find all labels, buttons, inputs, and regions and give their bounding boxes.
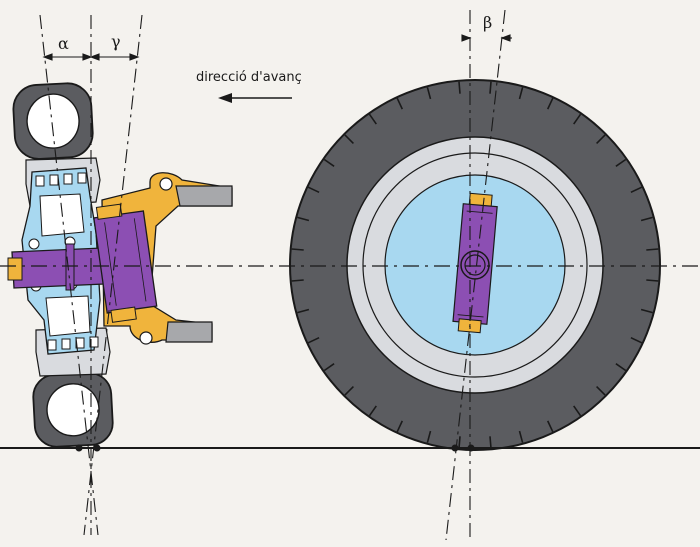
tread-tick [323,158,335,167]
tread-tick [573,405,582,417]
direction-arrow [218,93,292,103]
tread-tick [640,216,653,222]
side-view-wheel [289,79,661,451]
hub-cavity-bottom [45,295,91,337]
contact-points [75,444,475,452]
alpha-label: α [58,34,69,53]
caster-line [445,9,506,541]
tread-tick [344,386,354,396]
lower-ball-joint [139,331,153,345]
direction-label: direcció d'avanç [196,70,302,85]
tread-tick [426,87,432,100]
upper-control-arm [175,185,233,207]
tread-tick [344,134,354,144]
tread-tick [297,308,310,314]
tread-tick [573,113,582,125]
tread-tick [640,308,653,314]
tread-tick [291,248,304,251]
angle-dimensions [42,34,512,61]
tread-tick [396,420,404,433]
front-axle [11,247,105,289]
tread-tick [489,436,492,449]
tread-tick [646,279,659,282]
tread-tick [596,386,606,396]
tread-tick [518,430,524,443]
lower-control-arm [165,321,213,343]
tread-tick [546,97,554,110]
axle-end-cap [7,257,23,281]
tread-tick [615,363,627,372]
tread-tick [615,158,627,167]
front-tire-top [12,82,94,160]
tread-tick [489,81,492,94]
front-kingpin [93,203,158,323]
tread-tick [368,113,377,125]
tread-tick [396,97,404,110]
beta-label: β [483,13,493,32]
tread-tick [630,186,643,194]
tread-tick [426,430,432,443]
front-tire-bottom [32,372,114,448]
tread-tick [307,186,320,194]
tread-marks [291,81,659,449]
tread-tick [546,420,554,433]
tread-tick [323,363,335,372]
tread-tick [307,336,320,344]
front-view-assembly [7,82,233,448]
tread-tick [646,248,659,251]
gamma-label: γ [111,32,121,51]
tread-tick [630,336,643,344]
tread-tick [297,216,310,222]
camber-line [39,14,99,536]
side-rim-inner-line [362,152,588,378]
tread-tick [518,87,524,100]
tread-tick [291,279,304,282]
tread-tick [458,436,461,449]
tread-tick [368,405,377,417]
tread-tick [596,134,606,144]
upper-ball-joint [159,177,173,191]
tread-tick [458,81,461,94]
